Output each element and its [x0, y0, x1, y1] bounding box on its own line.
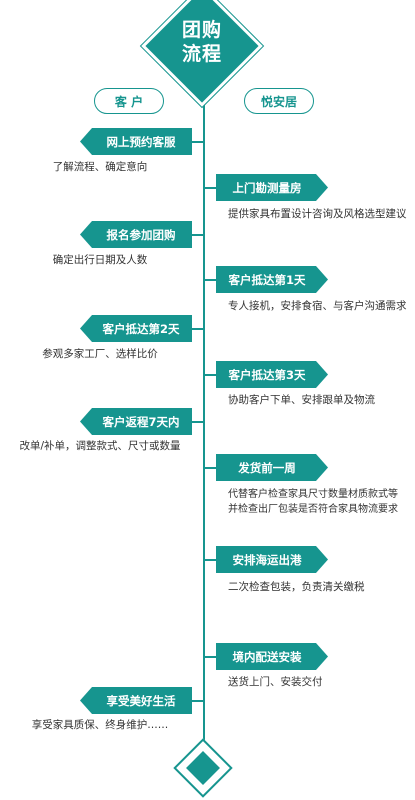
step-description: 二次检查包装，负责清关缴税: [228, 581, 365, 593]
step-description: 改单/补单，调整款式、尺寸或数量: [19, 440, 181, 452]
step-return-7-days: 客户返程7天内: [80, 408, 192, 435]
header-customer: 客 户: [94, 88, 164, 114]
timeline-line: [203, 60, 205, 760]
step-arrival-day-3: 客户抵达第3天: [216, 361, 328, 388]
diagram-title: 团购 流程: [181, 19, 222, 65]
step-enjoy-life: 享受美好生活: [80, 687, 192, 714]
connector: [203, 467, 218, 469]
step-description: 确定出行日期及人数: [52, 254, 148, 266]
connector: [203, 279, 218, 281]
connector: [190, 421, 204, 423]
step-sea-shipping: 安排海运出港: [216, 546, 328, 573]
step-description: 送货上门、安装交付: [228, 676, 323, 688]
step-week-before-shipping: 发货前一周: [216, 454, 328, 481]
step-description: 专人接机，安排食宿、与客户沟通需求: [228, 300, 407, 312]
connector: [203, 656, 218, 658]
step-arrival-day-2: 客户抵达第2天: [80, 315, 192, 342]
step-description: 协助客户下单、安排跟单及物流: [228, 394, 375, 406]
connector: [190, 234, 204, 236]
step-site-survey: 上门勘测量房: [216, 174, 328, 201]
header-company: 悦安居: [244, 88, 314, 114]
step-description: 享受家具质保、终身维护……: [31, 719, 169, 731]
connector: [190, 328, 204, 330]
connector: [190, 700, 204, 702]
connector: [203, 187, 218, 189]
connector: [203, 559, 218, 561]
step-domestic-delivery: 境内配送安装: [216, 643, 328, 670]
step-description: 代替客户检查家具尺寸数量材质款式等 并检查出厂包装是否符合家具物流要求: [228, 489, 398, 515]
step-description: 提供家具布置设计咨询及风格选型建议: [228, 208, 407, 220]
step-group-signup: 报名参加团购: [80, 221, 192, 248]
step-description: 参观多家工厂、选样比价: [42, 348, 158, 360]
step-online-booking: 网上预约客服: [80, 128, 192, 155]
step-description: 了解流程、确定意向: [52, 161, 148, 173]
connector: [190, 141, 204, 143]
step-arrival-day-1: 客户抵达第1天: [216, 266, 328, 293]
connector: [203, 374, 218, 376]
